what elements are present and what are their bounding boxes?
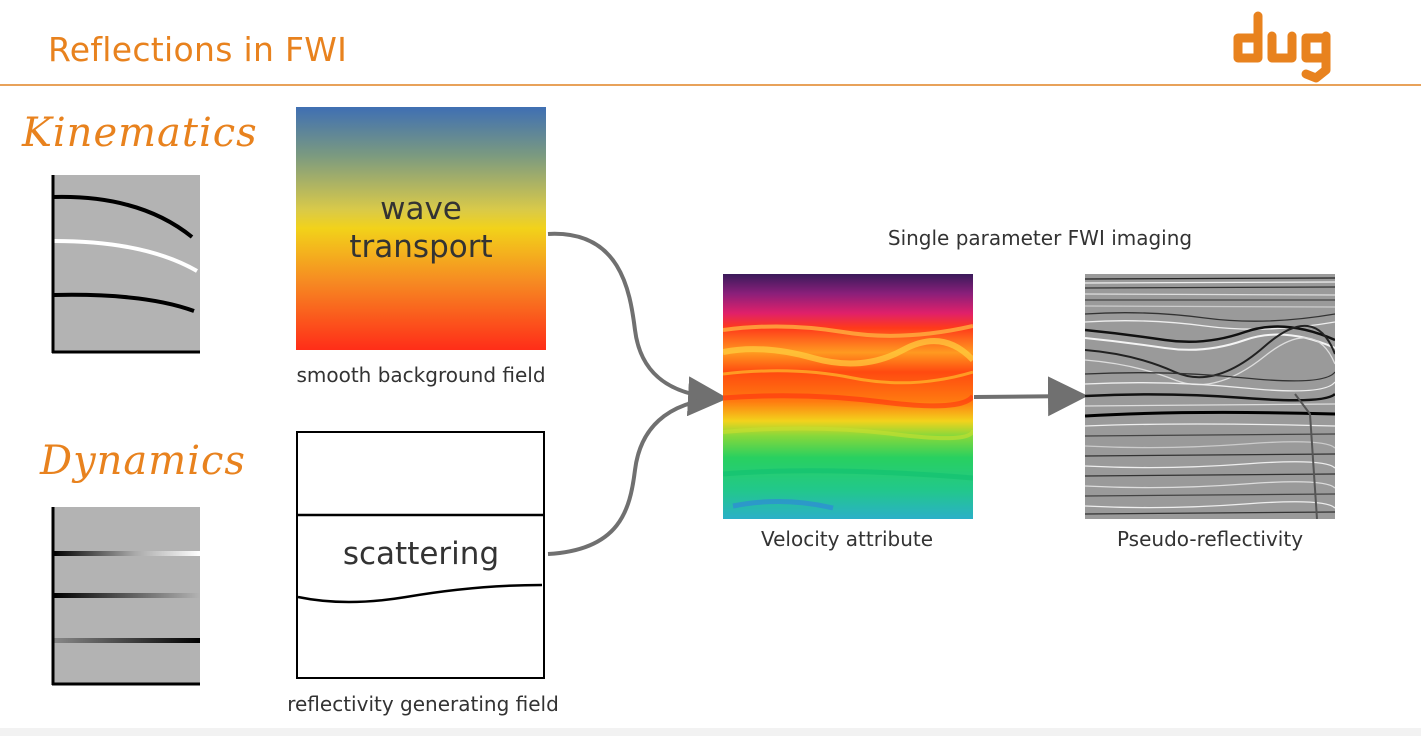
velocity-caption: Velocity attribute xyxy=(760,527,934,551)
scattering-label: scattering xyxy=(342,536,500,572)
scattering-to-velocity-arrow xyxy=(547,396,721,556)
smooth-background-caption: smooth background field xyxy=(296,363,546,387)
kinematics-label: Kinematics xyxy=(22,110,258,156)
velocity-attribute-image xyxy=(723,274,973,519)
reflectivity-caption: reflectivity generating field xyxy=(287,692,559,716)
wave-transport-line1: wave xyxy=(380,191,462,227)
pseudo-reflectivity-caption: Pseudo-reflectivity xyxy=(1116,527,1304,551)
dynamics-gather xyxy=(51,507,200,686)
smooth-background-field-image xyxy=(296,107,546,350)
wave-transport-line2: transport xyxy=(349,229,493,265)
velocity-to-pseudo-arrow xyxy=(973,376,1088,417)
reflectivity-field-box xyxy=(296,431,545,679)
wave-to-velocity-arrow xyxy=(547,231,728,417)
dug-logo xyxy=(1233,11,1331,83)
wave-transport-label: wave transport xyxy=(296,190,546,266)
slide-bottom-strip xyxy=(0,728,1421,736)
dynamics-label: Dynamics xyxy=(40,438,246,484)
pseudo-reflectivity-image xyxy=(1085,274,1335,519)
flow-arrows xyxy=(547,231,1088,556)
scattering-interfaces xyxy=(296,513,544,604)
kinematics-gather xyxy=(51,175,200,354)
slide-title: Reflections in FWI xyxy=(48,30,348,69)
title-divider xyxy=(0,84,1421,86)
single-parameter-heading: Single parameter FWI imaging xyxy=(887,226,1193,250)
